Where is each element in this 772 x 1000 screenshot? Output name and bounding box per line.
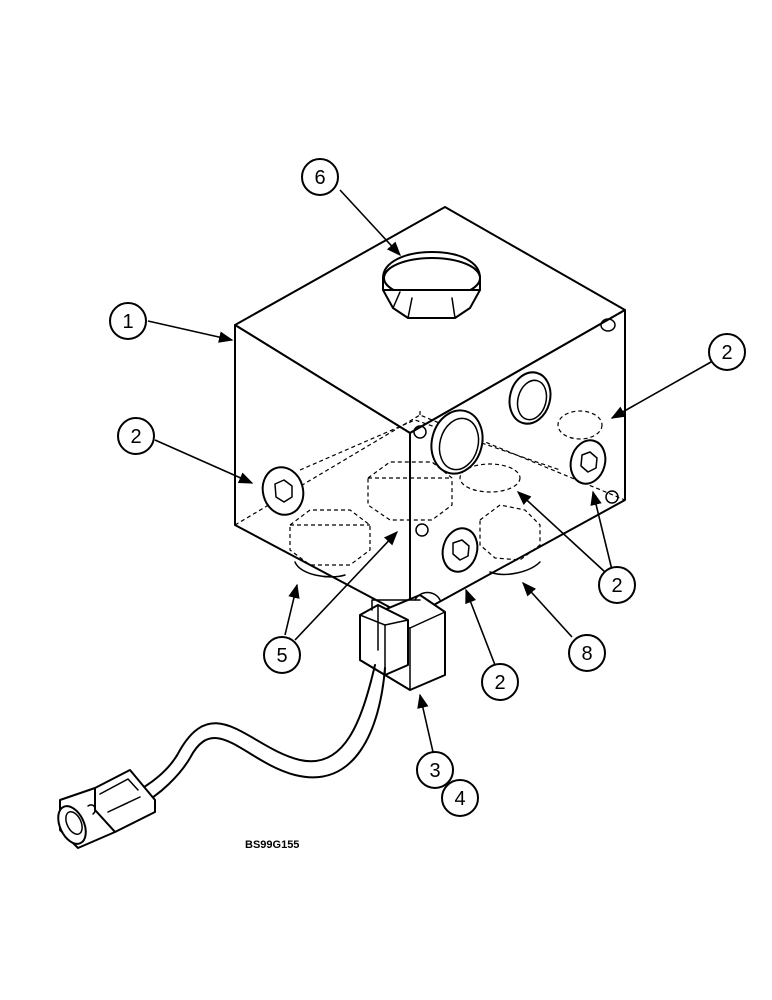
callout-label: 6 [314, 167, 325, 189]
callout-label: 5 [276, 645, 287, 667]
top-hex-plug [382, 251, 481, 319]
leader-5-a [284, 583, 300, 636]
right-face-mount-hole-right [605, 490, 619, 504]
callout-8: 8 [568, 634, 606, 672]
callout-2-middle: 2 [598, 566, 636, 604]
leader-2-pair-b [516, 491, 606, 573]
callout-3: 3 [416, 751, 454, 789]
callout-label: 1 [122, 311, 133, 333]
leader-5-b [294, 530, 398, 641]
callout-label: 3 [429, 760, 440, 782]
leader-6 [339, 189, 401, 257]
callout-label: 2 [494, 672, 505, 694]
right-face-mount-hole-lower [415, 523, 429, 537]
solenoid-connector-housing [359, 604, 409, 676]
leader-1 [147, 320, 234, 343]
callout-2-left: 2 [117, 417, 155, 455]
right-face-plug-lower [441, 527, 479, 573]
valve-block-hidden-rear-edge [299, 419, 561, 471]
right-face-mount-hole [413, 425, 427, 439]
callout-1: 1 [109, 302, 147, 340]
leader-2-left [154, 439, 254, 484]
valve-block [234, 206, 626, 619]
callout-2-bottom: 2 [481, 663, 519, 701]
leader-lines [147, 189, 712, 753]
callout-label: 8 [581, 643, 592, 665]
leader-8 [522, 581, 573, 638]
leader-2-bottom [465, 588, 496, 666]
callout-label: 2 [721, 342, 732, 364]
leader-2-right [610, 361, 712, 419]
callout-label: 2 [611, 575, 622, 597]
solenoid-coil [359, 591, 446, 691]
figure-reference-code: BS99G155 [245, 839, 299, 851]
bottom-boss-right [489, 561, 541, 576]
callout-2-right: 2 [708, 333, 746, 371]
callout-5: 5 [263, 636, 301, 674]
callout-label: 2 [130, 426, 141, 448]
bottom-boss-left [294, 561, 346, 578]
leader-2-pair-a [590, 490, 613, 571]
top-corner-hole [600, 318, 616, 332]
harness-connector [57, 769, 156, 849]
right-face-plug-right [569, 439, 607, 485]
left-face-plug [261, 466, 305, 516]
wire-harness [129, 664, 386, 806]
leader-3 [417, 693, 434, 753]
hidden-hex-plugs [289, 410, 603, 566]
callout-label: 4 [454, 788, 465, 810]
callout-6: 6 [301, 158, 339, 196]
callout-4: 4 [441, 779, 479, 817]
right-face-port-upper [508, 371, 552, 425]
right-face-port-large [430, 409, 484, 475]
